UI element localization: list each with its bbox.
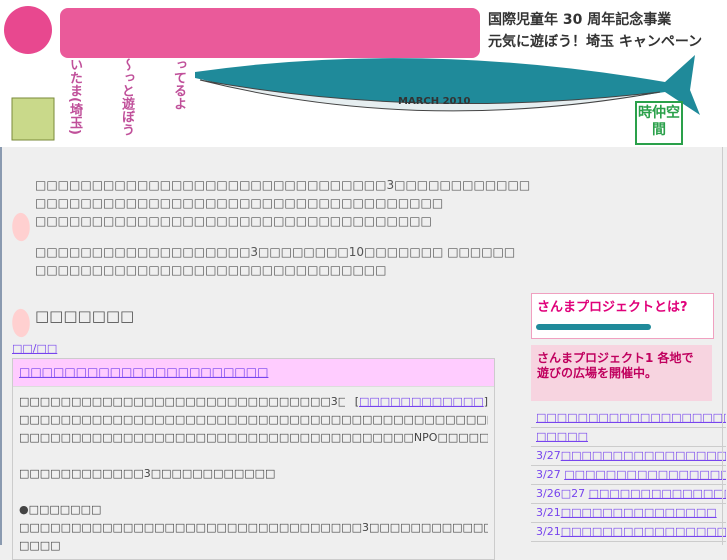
- vertical-text-3: ってるよ: [171, 58, 186, 110]
- logo-wordmark: [60, 8, 480, 58]
- news-line: □□□□□□□□□□□□□□□□□□□□□□□□□□□□□□□□□□□□□□□□…: [19, 413, 488, 426]
- vertical-text-1: いたま(埼玉): [67, 58, 82, 135]
- petal-icon: [9, 211, 33, 243]
- news-line: □□□□: [19, 539, 61, 552]
- news-body: □□□□□□□□□□□□□□□□□□□□□□□□□□□□□□3□□□□□□□□□…: [13, 387, 494, 559]
- intro-line: □□□□□□□□□□□□□□□□□□□3□□□□□□□□10□□□□□□□ □□…: [35, 245, 516, 259]
- subtitle-1: 国際児童年 30 周年記念事業: [488, 12, 672, 28]
- news-title-link[interactable]: □□□□□□□□□□□□□□□□□□□□□□: [19, 365, 269, 379]
- divider: [722, 147, 723, 545]
- news-box: □□□□□□□□□□□□□□□□□□□□□□ □□□□□□□□□□□□□□□□□…: [12, 358, 495, 560]
- banner-project1-link[interactable]: さんまプロジェクト1 各地で遊びの広場を開催中。: [531, 345, 712, 401]
- badge-text: 時仲空間: [638, 105, 680, 138]
- sidebar-item[interactable]: 3/26□27 □□□□□□□□□□□□□□□□□□□□(□): [531, 485, 726, 504]
- banner-about-text: さんまプロジェクトとは?: [537, 300, 688, 315]
- vertical-text-2: 〜っと遊ぼう: [119, 58, 134, 136]
- cup-icon: [11, 97, 55, 141]
- news-line: [19, 483, 488, 501]
- news-line: ●□□□□□□□: [19, 503, 102, 516]
- fish-icon: [536, 324, 651, 330]
- sidebar-item[interactable]: □□□□□□□□□□□□□□□□□□□□□□□□: [531, 409, 726, 428]
- banner-project1-text: さんまプロジェクト1 各地で遊びの広場を開催中。: [537, 351, 694, 380]
- sidebar-item[interactable]: 3/27 □□□□□□□□□□□□□□□□□: [531, 466, 726, 485]
- banner-about-link[interactable]: さんまプロジェクトとは?: [531, 293, 714, 339]
- news-line: □□□□□□□□□□□□□□□□□□□□□□□□□□□□□□3□□□□□□□□□…: [19, 395, 345, 408]
- intro-paragraph-1: □□□□□□□□□□□□□□□□□□□□□□□□□□□□□□□3□□□□□□□□…: [35, 176, 530, 230]
- news-line: [19, 447, 488, 465]
- petal-icon: [9, 307, 33, 339]
- intro-line: □□□□□□□□□□□□□□□□□□□□□□□□□□□□□□□3□□□□□□□□…: [35, 178, 531, 192]
- news-line: □□□□□□□□□□□□□□□□□□□□□□□□□□□□□□□□□3□□□□□□…: [19, 521, 488, 534]
- news-heading: □□□□□□□: [35, 307, 135, 325]
- intro-line: □□□□□□□□□□□□□□□□□□□□□□□□□□□□□□□□□□□□: [35, 196, 444, 210]
- intro-line: □□□□□□□□□□□□□□□□□□□□□□□□□□□□□□□□□□□: [35, 214, 432, 228]
- news-line: □□□□□□□□□□□□3□□□□□□□□□□□□: [19, 467, 276, 480]
- banner-date: MARCH 2010: [398, 96, 471, 107]
- sidebar-item[interactable]: 3/21□□□□□□□□□□□□□□□□□□□: [531, 523, 726, 542]
- more-link[interactable]: □□□□□□□□□□□□: [358, 395, 484, 408]
- sidebar-item[interactable]: 3/27□□□□□□□□□□□□□□□□□: [531, 447, 726, 466]
- page-body: □□□□□□□□□□□□□□□□□□□□□□□□□□□□□□□3□□□□□□□□…: [0, 147, 724, 560]
- subtitle-2: 元気に遊ぼう！埼玉 キャンペーン: [488, 34, 703, 50]
- intro-paragraph-2: □□□□□□□□□□□□□□□□□□□3□□□□□□□□10□□□□□□□ □□…: [35, 243, 515, 279]
- banner-artwork: [4, 6, 700, 145]
- logo-badge: [4, 6, 52, 54]
- sidebar-item[interactable]: □□□□□: [531, 428, 726, 447]
- header-banner: 国際児童年 30 周年記念事業 元気に遊ぼう！埼玉 キャンペーン いたま(埼玉)…: [0, 0, 727, 147]
- badge-icon: [635, 101, 683, 145]
- intro-line: □□□□□□□□□□□□□□□□□□□□□□□□□□□□□□□: [35, 263, 387, 277]
- news-line: □□□□□□□□□□□□□□□□□□□□□□□□□□□□□□□□□□□□□□NP…: [19, 431, 488, 444]
- sidebar-item[interactable]: 3/21□□□□□□□□□□□□□□□: [531, 504, 726, 523]
- breadcrumb-link[interactable]: □□/□□: [12, 342, 58, 355]
